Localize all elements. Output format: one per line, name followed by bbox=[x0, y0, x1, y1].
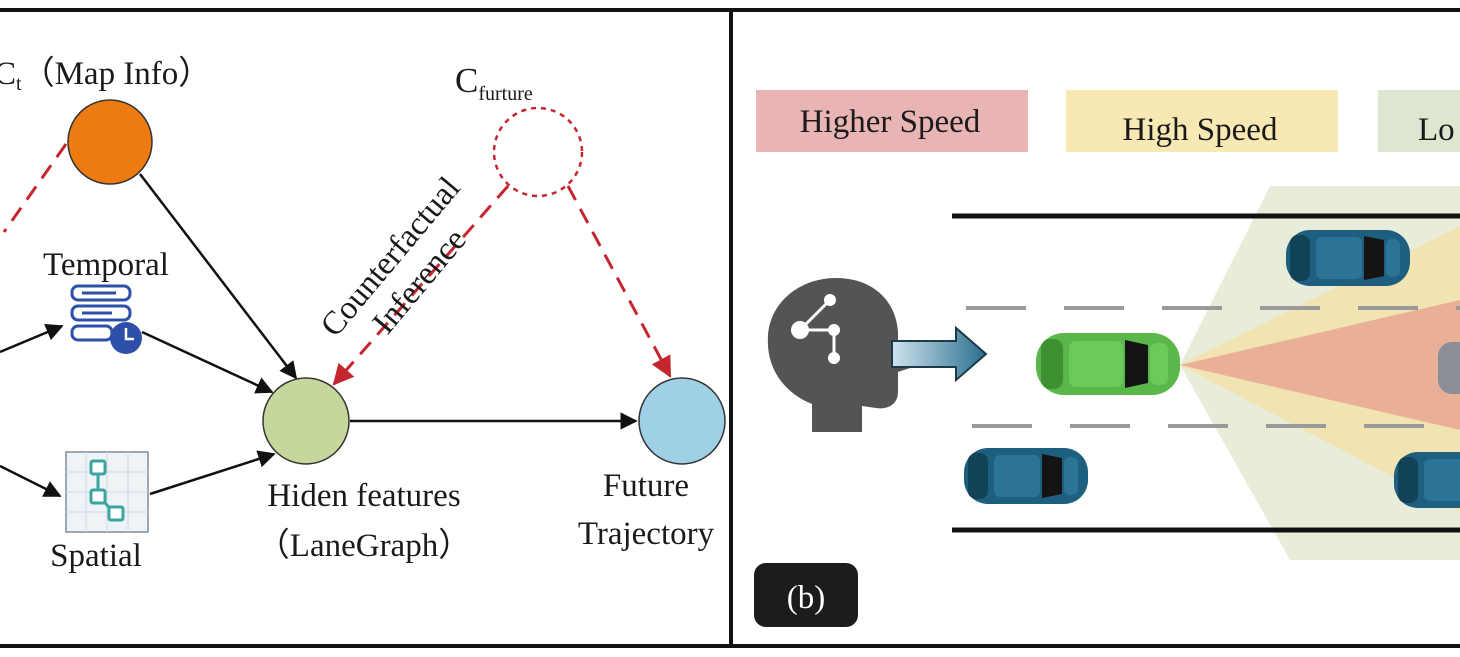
legend-higher-speed-label: Higher Speed bbox=[800, 104, 981, 140]
cfuture-to-trajectory-dashed-arrow bbox=[566, 185, 672, 378]
cfuture-node bbox=[492, 106, 584, 198]
legend-high-speed-label: High Speed bbox=[1123, 112, 1278, 148]
map-info-label: Ct（Map Info） bbox=[0, 56, 211, 95]
future-trajectory-node bbox=[638, 377, 726, 465]
spatial-graph-icon bbox=[65, 451, 149, 533]
spatial-label: Spatial bbox=[50, 538, 142, 574]
legend-high-speed-swatch bbox=[1066, 90, 1338, 152]
vehicle-middle-right bbox=[1438, 342, 1460, 394]
arrow-right-icon bbox=[891, 325, 988, 383]
spatial-to-hidden-arrow bbox=[149, 450, 276, 496]
map-to-hidden-arrow bbox=[139, 173, 298, 380]
causal-graph-panel: Ct（Map Info） Cfurture Temporal Spatial C… bbox=[0, 56, 726, 574]
ego-vehicle bbox=[1036, 333, 1180, 395]
map-info-node bbox=[67, 99, 153, 185]
legend-higher-speed-swatch bbox=[756, 90, 1028, 152]
hidden-features-label: Hiden features bbox=[267, 478, 460, 514]
cfuture-label: Cfurture bbox=[455, 61, 533, 105]
counterfactual-label: Counterfactual Inference bbox=[314, 170, 474, 343]
temporal-clock-icon bbox=[70, 284, 142, 354]
map-dashed-edge bbox=[2, 143, 68, 233]
trajectory-label: Trajectory bbox=[578, 516, 715, 552]
brain-head-icon bbox=[767, 278, 910, 432]
temporal-label: Temporal bbox=[43, 247, 169, 283]
legend-low-speed-swatch bbox=[1378, 90, 1460, 152]
counterfactual-dashed-arrow bbox=[332, 185, 510, 386]
input-to-temporal-arrow bbox=[0, 324, 64, 354]
lanegraph-label: （LaneGraph） bbox=[257, 528, 471, 564]
future-label: Future bbox=[603, 468, 689, 504]
input-to-spatial-arrow bbox=[0, 464, 62, 498]
driving-scene-panel: Higher Speed High Speed Lo bbox=[754, 90, 1460, 627]
higher-speed-cone bbox=[1180, 300, 1460, 430]
legend-low-speed-label: Lo bbox=[1418, 112, 1455, 148]
temporal-to-hidden-arrow bbox=[141, 330, 274, 394]
panel-tag-box bbox=[754, 563, 858, 627]
panel-tag-label: (b) bbox=[787, 580, 825, 616]
vehicle-top-lane bbox=[1286, 230, 1410, 286]
vehicle-bottom-right bbox=[1394, 452, 1460, 508]
hidden-features-node bbox=[262, 377, 350, 465]
vehicle-bottom-left bbox=[964, 448, 1088, 504]
